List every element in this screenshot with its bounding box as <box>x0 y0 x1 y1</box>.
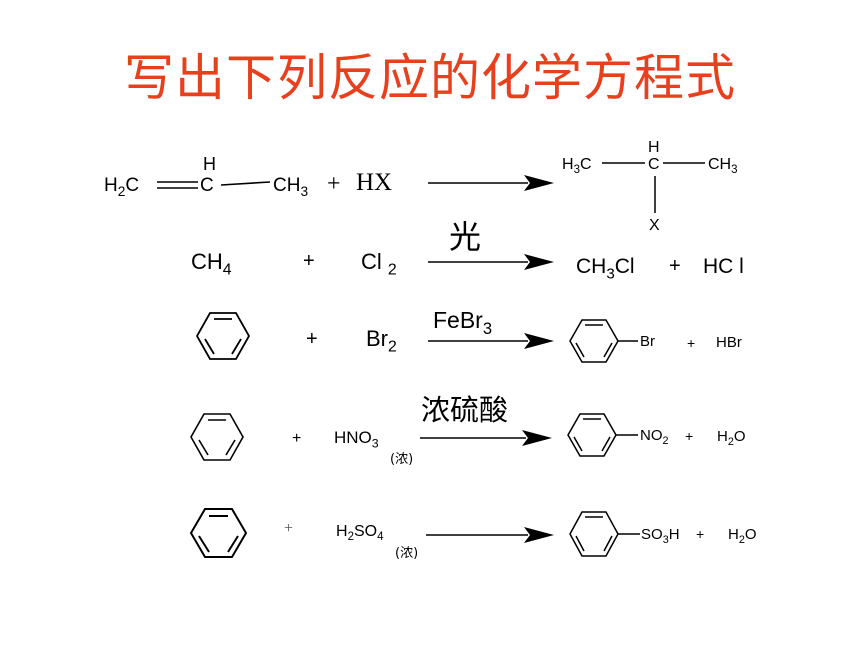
r1-p-ch3: CH3 <box>708 156 738 177</box>
r5-h2o: H2O <box>728 526 757 545</box>
r4-hno3: HNO3 <box>334 428 379 449</box>
r1-c-label: C <box>200 175 214 196</box>
r4-plus2: + <box>685 428 694 444</box>
r3-hbr: HBr <box>716 334 742 351</box>
r1-h-label: H <box>203 154 216 174</box>
r3-plus1: + <box>306 328 318 350</box>
r5-so3h-so: SO <box>641 526 663 543</box>
r4-benzene-icon <box>190 413 244 461</box>
r2-hcl: HC l <box>703 255 744 278</box>
r4-condition: 浓硫酸 <box>421 393 509 427</box>
r4-product-no2: NO2 <box>640 427 669 446</box>
r4-no2-text: NO <box>640 427 663 444</box>
r2-ch4-text: CH <box>191 249 223 274</box>
r4-nitrobenzene-icon <box>567 413 638 457</box>
r3-product-br: Br <box>640 333 655 350</box>
r3-br2: Br2 <box>366 326 397 355</box>
r1-p-ch3-ch: CH <box>708 156 732 173</box>
r1-p-h3c: H3C <box>562 156 592 177</box>
r2-plus2: + <box>669 255 681 277</box>
r2-ch3cl-ch: CH <box>576 255 607 278</box>
r1-p-x: X <box>649 217 660 234</box>
r3-cond-sub: 3 <box>482 318 493 338</box>
r5-so3h-h: H <box>668 526 680 543</box>
r1-p-ch3-sub: 3 <box>731 164 738 177</box>
r4-no2-sub: 2 <box>662 434 669 447</box>
r5-plus2: + <box>696 526 705 542</box>
r3-cond-text: FeBr <box>433 307 483 333</box>
r2-ch4: CH4 <box>191 249 232 278</box>
r3-condition: FeBr3 <box>433 307 492 337</box>
slide-title: 写出下列反应的化学方程式 <box>124 49 736 107</box>
r1-p-c: C <box>579 156 592 173</box>
r5-benzene-icon <box>189 508 248 558</box>
r1-ch3: CH3 <box>273 175 308 198</box>
r1-ch3-sub: 3 <box>300 183 309 199</box>
r4-h2o-sub: 2 <box>727 435 734 448</box>
r4-h2o-o: O <box>733 428 746 445</box>
r1-p-sub: 3 <box>573 164 580 177</box>
r2-cl2-text: Cl <box>361 249 382 274</box>
r1-p-mid-c: C <box>648 156 660 173</box>
r2-ch3cl: CH3Cl <box>576 255 635 281</box>
r5-benzenesulfonic-acid-icon <box>569 511 640 557</box>
r5-h2o-o: O <box>744 526 757 543</box>
r1-h2c: H2C <box>104 175 140 198</box>
r5-h2so4-so: SO <box>353 523 378 540</box>
r4-plus1: + <box>292 430 302 447</box>
r3-bromobenzene-icon <box>569 319 638 363</box>
r1-p-h: H <box>562 156 574 173</box>
r4-h2o-h: H <box>717 428 728 445</box>
r4-hno3-text: HNO <box>334 428 372 447</box>
r3-br2-text: Br <box>366 326 388 351</box>
r4-h2o: H2O <box>717 428 746 447</box>
r3-plus2: + <box>687 335 696 351</box>
r1-ch3-ch: CH <box>273 175 301 196</box>
r5-note: (浓) <box>395 546 419 561</box>
r1-h2c-h: H <box>104 175 118 196</box>
r1-plus: + <box>327 171 341 197</box>
r1-h2c-sub: 2 <box>117 183 126 199</box>
r5-h2o-sub: 2 <box>738 533 745 546</box>
r3-benzene-icon <box>195 312 251 360</box>
r2-ch3cl-cl: Cl <box>614 255 635 278</box>
r5-h2so4-sub1: 2 <box>347 531 354 544</box>
r2-cl2: Cl 2 <box>361 249 397 278</box>
r5-h2so4: H2SO4 <box>336 523 384 544</box>
r3-br2-sub: 2 <box>388 338 397 356</box>
r4-note: (浓) <box>390 452 414 467</box>
r5-product-so3h: SO3H <box>641 526 680 545</box>
r1-hx: HX <box>356 169 393 196</box>
r2-cl2-sub: 2 <box>387 261 397 279</box>
r4-hno3-sub: 3 <box>371 436 379 451</box>
r5-h2o-h: H <box>728 526 739 543</box>
r2-ch4-sub: 4 <box>222 261 232 279</box>
r2-condition: 光 <box>449 218 482 256</box>
r1-p-top-h: H <box>648 139 660 156</box>
r2-ch3cl-sub: 3 <box>606 265 615 283</box>
r2-plus1: + <box>303 250 315 272</box>
r5-h2so4-sub2: 4 <box>377 531 384 544</box>
r5-plus1: + <box>284 520 294 537</box>
r5-h2so4-h: H <box>336 523 348 540</box>
r1-h2c-c: C <box>125 175 140 196</box>
r5-so3h-sub: 3 <box>662 533 669 546</box>
